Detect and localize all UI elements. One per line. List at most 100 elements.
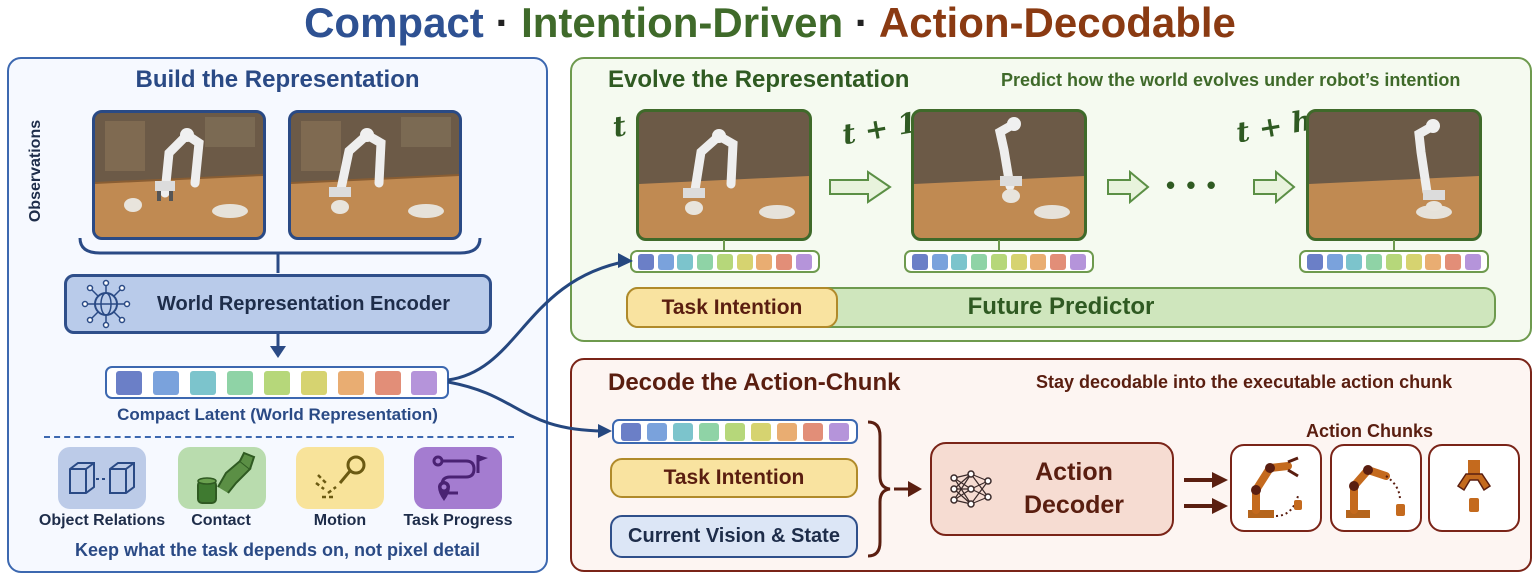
evolve-arrow-1 bbox=[829, 170, 892, 204]
latent-cell bbox=[796, 253, 812, 270]
latent-cell bbox=[153, 370, 180, 395]
decoder-output-arrows bbox=[1184, 472, 1228, 514]
action-chunk-2 bbox=[1330, 444, 1422, 532]
latent-cell bbox=[1445, 253, 1462, 270]
action-chunks-label: Action Chunks bbox=[1306, 421, 1434, 441]
latent-cell bbox=[697, 253, 714, 270]
latent-cell bbox=[756, 253, 773, 270]
neural-network-icon bbox=[950, 470, 992, 508]
latent-cell bbox=[931, 253, 948, 270]
observation-bracket bbox=[78, 237, 482, 358]
decode-task-intention: Task Intention bbox=[610, 458, 858, 498]
title-compact: Compact bbox=[304, 0, 484, 46]
latent-cell bbox=[1346, 253, 1363, 270]
motion-label: Motion bbox=[313, 512, 367, 529]
latent-t-plus-1 bbox=[904, 250, 1094, 273]
frame-t-image bbox=[636, 109, 812, 241]
latent-cell bbox=[411, 370, 438, 395]
frame-t-plus-h-image bbox=[1306, 109, 1482, 241]
title-separator-2: · bbox=[843, 0, 879, 46]
latent-cell bbox=[716, 253, 733, 270]
evolve-arrow-2 bbox=[1107, 170, 1150, 204]
latent-cell bbox=[1405, 253, 1422, 270]
latent-cell bbox=[1385, 253, 1402, 270]
latent-cell bbox=[1010, 253, 1027, 270]
latent-cell bbox=[374, 370, 401, 395]
future-predictor-label: Future Predictor bbox=[967, 293, 1155, 320]
frame-stem bbox=[998, 240, 1000, 250]
latent-cell bbox=[1366, 253, 1383, 270]
latent-cell bbox=[677, 253, 694, 270]
task-progress-label: Task Progress bbox=[403, 512, 513, 529]
latent-cell bbox=[829, 422, 849, 441]
title-separator-1: · bbox=[483, 0, 522, 46]
evolve-arrow-3 bbox=[1253, 170, 1296, 204]
latent-cell bbox=[951, 253, 968, 270]
latent-cell bbox=[1030, 253, 1047, 270]
latent-cell bbox=[657, 253, 674, 270]
decode-brace bbox=[867, 420, 922, 558]
title-action-decodable: Action-Decodable bbox=[878, 0, 1236, 46]
latent-cell bbox=[1326, 253, 1343, 270]
latent-cell bbox=[1070, 253, 1086, 270]
latent-cell bbox=[990, 253, 1007, 270]
latent-cell bbox=[227, 370, 254, 395]
latent-cell bbox=[673, 422, 693, 441]
decode-title: Decode the Action-Chunk bbox=[608, 369, 901, 396]
latent-t-plus-h bbox=[1299, 250, 1489, 273]
task-progress-icon bbox=[414, 447, 502, 509]
title-intention-driven: Intention-Driven bbox=[521, 0, 844, 46]
robot-arm-icon bbox=[1346, 465, 1405, 518]
latent-cell bbox=[337, 370, 364, 395]
robot-arm-icon bbox=[1248, 456, 1302, 518]
decode-latent bbox=[612, 419, 858, 444]
latent-cell bbox=[736, 253, 753, 270]
latent-cell bbox=[621, 422, 641, 441]
action-chunk-1 bbox=[1230, 444, 1322, 532]
evolve-ellipsis: • • • bbox=[1166, 170, 1218, 200]
observation-image-2 bbox=[288, 110, 462, 240]
world-representation-encoder: World Representation Encoder bbox=[64, 274, 492, 334]
frame-stem bbox=[1393, 240, 1395, 250]
build-footer: Keep what the task depends on, not pixel… bbox=[74, 540, 481, 560]
latent-cell bbox=[637, 253, 654, 270]
decode-subtitle: Stay decodable into the executable actio… bbox=[1036, 372, 1453, 392]
latent-cell bbox=[1465, 253, 1481, 270]
current-vision-state: Current Vision & State bbox=[610, 515, 858, 558]
contact-icon bbox=[178, 447, 266, 509]
latent-cell bbox=[725, 422, 745, 441]
latent-cell bbox=[1050, 253, 1067, 270]
latent-caption: Compact Latent (World Representation) bbox=[117, 405, 438, 424]
latent-cell bbox=[1306, 253, 1323, 270]
latent-cell bbox=[647, 422, 667, 441]
object-relations-label: Object Relations bbox=[38, 512, 166, 529]
latent-cell bbox=[263, 370, 290, 395]
motion-icon bbox=[296, 447, 384, 509]
globe-network-icon bbox=[81, 279, 131, 329]
latent-cell bbox=[699, 422, 719, 441]
latent-cell bbox=[911, 253, 928, 270]
gripper-icon bbox=[1456, 460, 1492, 512]
object-relations-icon bbox=[58, 447, 146, 509]
dashed-divider bbox=[44, 436, 514, 438]
latent-cell bbox=[300, 370, 327, 395]
frame-t-plus-1-image bbox=[911, 109, 1087, 241]
main-title: Compact · Intention-Driven · Action-Deco… bbox=[0, 0, 1540, 46]
latent-t bbox=[630, 250, 820, 273]
contact-label: Contact bbox=[191, 512, 251, 529]
latent-cell bbox=[803, 422, 823, 441]
latent-cell bbox=[971, 253, 988, 270]
frame-stem bbox=[723, 240, 725, 250]
action-decoder-label: Action Decoder bbox=[1023, 458, 1125, 519]
latent-cell bbox=[190, 370, 217, 395]
encoder-label: World Representation Encoder bbox=[157, 292, 451, 315]
observation-image-1 bbox=[92, 110, 266, 240]
latent-cell bbox=[1425, 253, 1442, 270]
compact-latent-vector bbox=[105, 366, 449, 399]
evolve-subtitle: Predict how the world evolves under robo… bbox=[1001, 70, 1461, 90]
build-title: Build the Representation bbox=[135, 66, 420, 93]
action-chunk-3 bbox=[1428, 444, 1520, 532]
evolve-title: Evolve the Representation bbox=[608, 66, 910, 93]
evolve-task-intention: Task Intention bbox=[626, 287, 838, 328]
